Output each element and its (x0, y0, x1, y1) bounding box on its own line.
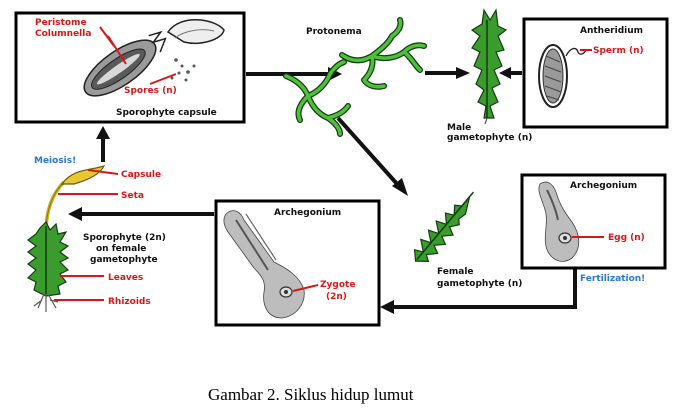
capsule-pointer (87, 169, 119, 175)
sporophyte-capsule-panel: Peristome Columnella Spores (n) Sporophy… (14, 11, 246, 124)
arrow-archegonium-to-zygote (392, 265, 577, 309)
capsule-label: Capsule (121, 170, 161, 180)
seta-label: Seta (121, 191, 144, 201)
cycle-arrows (68, 67, 577, 314)
zygote-pointer (292, 284, 319, 292)
arrow-protonema-to-male-head (456, 67, 470, 79)
female-gametophyte-illustration (413, 191, 474, 263)
leaves-label: Leaves (108, 273, 143, 283)
zygote-label-line1: Zygote (320, 280, 355, 290)
female-gametophyte-label-line1: Female (437, 267, 474, 277)
sporophyte-plant-illustration (26, 165, 106, 312)
arrow-archegonium-to-zygote-head (380, 300, 394, 314)
antheridium-panel: Antheridium Sperm (n) (522, 17, 669, 129)
columnella-pointer (107, 35, 127, 65)
archegonium-egg-panel: Archegonium Egg (n) (520, 173, 667, 270)
arrow-zygote-to-sporophyte-head (68, 207, 82, 221)
sporophyte-capsule-label: Sporophyte capsule (116, 108, 217, 118)
archegonium-left-label: Archegonium (274, 208, 341, 218)
arrow-sporophyte-to-capsule-head (96, 126, 110, 139)
spores-pointer (149, 73, 177, 85)
antheridium-illustration (538, 44, 587, 108)
figure-caption: Gambar 2. Siklus hidup lumut (208, 385, 414, 404)
arrow-antheridium-to-male-head (499, 67, 511, 79)
male-gametophyte-illustration (470, 8, 508, 125)
zygote-label-line2: (2n) (326, 292, 347, 302)
female-gametophyte-label-line2: gametophyte (n) (437, 279, 522, 289)
sporophyte-label-line2: on female (96, 244, 146, 254)
peristome-label: Peristome (35, 18, 87, 28)
meiosis-label: Meiosis! (34, 156, 76, 166)
archegonium-zygote-illustration (223, 210, 305, 319)
protonema-label: Protonema (306, 27, 362, 37)
capsule-illustration (83, 19, 225, 97)
antheridium-label: Antheridium (580, 26, 643, 36)
sporophyte-label-line1: Sporophyte (2n) (83, 233, 166, 243)
archegonium-egg-illustration (538, 181, 580, 262)
egg-label: Egg (n) (608, 233, 645, 243)
arrow-protonema-to-female-head (392, 178, 408, 196)
rhizoids-label: Rhizoids (108, 297, 151, 307)
columnella-label: Columnella (35, 29, 91, 39)
male-gametophyte-label-line2: gametophyte (n) (447, 133, 532, 143)
arrow-protonema-to-female (336, 116, 400, 187)
protonema-illustration (283, 17, 427, 137)
male-gametophyte-label-line1: Male (447, 123, 471, 133)
archegonium-zygote-panel: Archegonium Zygote (2n) (214, 199, 381, 327)
sperm-label: Sperm (n) (593, 46, 644, 56)
archegonium-right-label: Archegonium (570, 181, 637, 191)
fertilization-label: Fertilization! (580, 274, 645, 284)
spores-label: Spores (n) (124, 86, 177, 96)
sporophyte-label-line3: gametophyte (90, 255, 158, 265)
